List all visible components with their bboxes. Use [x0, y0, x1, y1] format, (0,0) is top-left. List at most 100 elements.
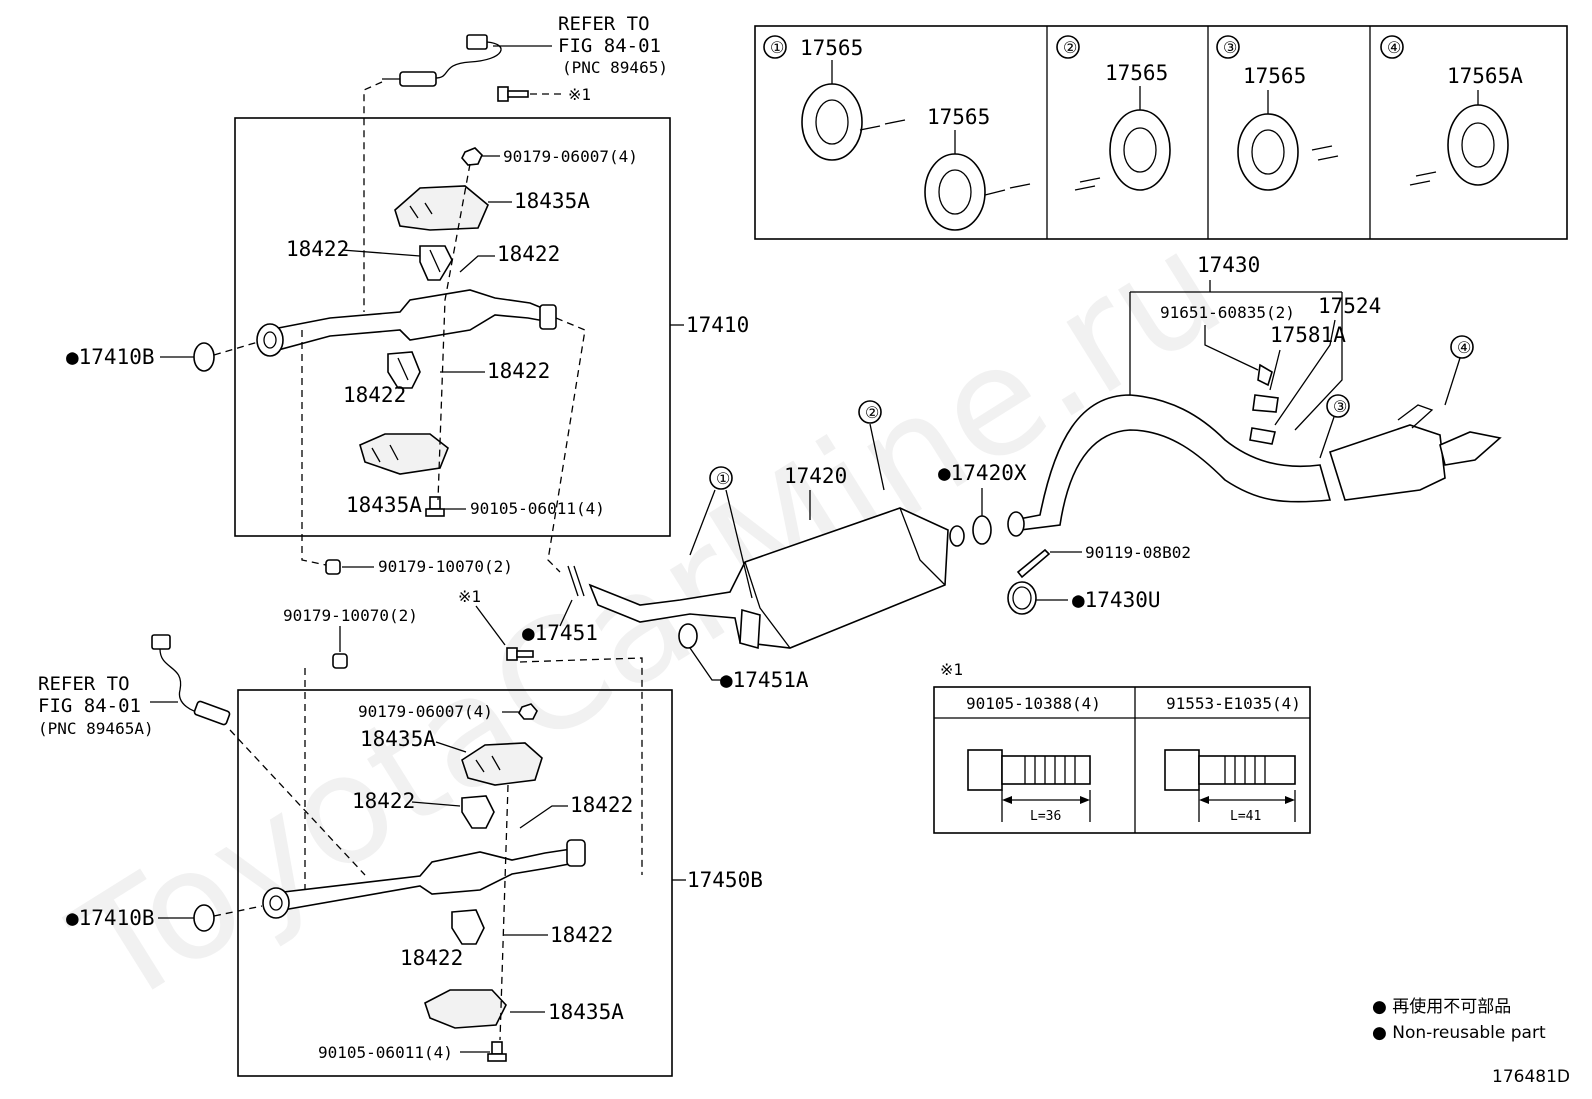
label-17430U: ●17430U: [1072, 588, 1161, 612]
label-17410: 17410: [686, 313, 749, 337]
label-90179-10070-lower: 90179-10070(2): [283, 606, 418, 625]
rubber-hanger-icon-2: [1074, 109, 1171, 191]
bottom-oxygen-sensor: [151, 634, 231, 726]
label-17451A: ●17451A: [720, 668, 809, 692]
circled-4-tail-text: ④: [1457, 338, 1471, 357]
label-17451: ●17451: [522, 621, 598, 645]
hanger-cell-4-label: 17565A: [1447, 64, 1523, 88]
hanger-cell-2-num-text: ②: [1063, 38, 1077, 57]
label-18422-bot-left: 18422: [352, 789, 415, 813]
label-17581A: 17581A: [1270, 323, 1346, 347]
label-91651-60835: 91651-60835(2): [1160, 303, 1295, 322]
figure-id: 176481D: [1492, 1067, 1570, 1087]
bracket-bot-lower-icon: [451, 909, 485, 945]
hanger-cell-3-label: 17565: [1243, 64, 1306, 88]
label-90179-06007-top: 90179-06007(4): [503, 147, 638, 166]
hanger-cell-2-label: 17565: [1105, 61, 1168, 85]
ref-bot-line2: FIG 84-01: [38, 695, 141, 717]
gasket-top-icon: [193, 342, 215, 372]
label-90179-06007-bot: 90179-06007(4): [358, 702, 493, 721]
legend-jp: ● 再使用不可部品: [1372, 996, 1511, 1017]
label-18422-mid-left: 18422: [343, 383, 406, 407]
label-17450B: 17450B: [687, 868, 763, 892]
label-90105-06011-bot: 90105-06011(4): [318, 1043, 453, 1062]
ref-bot-line1: REFER TO: [38, 673, 130, 695]
nut-lower-icon: [332, 653, 348, 669]
rubber-hanger-icon-3: [1237, 113, 1339, 191]
bolt-table-header-2: 91553-E1035(4): [1166, 694, 1301, 713]
label-17524: 17524: [1318, 294, 1381, 318]
hanger-cell-3-num: [1216, 35, 1240, 59]
ref-bot-line3: (PNC 89465A): [38, 719, 154, 738]
label-18435A-bot-1: 18435A: [360, 727, 436, 751]
rubber-hanger-icon: [801, 83, 1031, 231]
assembly-box-17410: [234, 117, 671, 537]
label-18422-mid-right: 18422: [487, 359, 550, 383]
center-muffler-17420: [588, 507, 965, 650]
ref-top-line3: (PNC 89465): [562, 58, 668, 77]
rubber-hanger-icon-4: [1409, 104, 1509, 186]
circled-1-muffler: [709, 466, 733, 490]
heat-insulator-upper-icon: [394, 185, 489, 231]
assembly-box-17450B: [237, 689, 673, 1077]
nut-bot-icon: [518, 703, 538, 720]
hanger-cell-1-label-a: 17565: [800, 36, 863, 60]
heat-insulator-lower-bot-icon: [424, 989, 507, 1029]
label-18422-bot-right: 18422: [570, 793, 633, 817]
clamp-17430U-icon: [1007, 581, 1037, 615]
legend-en: ● Non-reusable part: [1372, 1023, 1546, 1043]
bolt-long-41-icon: [1164, 749, 1296, 822]
bolt-mid-icon: [506, 647, 534, 661]
gasket-17420X-icon: [972, 515, 992, 545]
hanger-cell-1-num: [763, 35, 787, 59]
label-17430: 17430: [1197, 253, 1260, 277]
label-18422-bot-lower-left: 18422: [400, 946, 463, 970]
hanger-cell-3-num-text: ③: [1223, 38, 1237, 57]
hanger-cell-1-label-b: 17565: [927, 105, 990, 129]
nut-90179-10070-icon: [325, 559, 341, 575]
hanger-cell-4-num-text: ④: [1387, 38, 1401, 57]
bolt-length-1: L=36: [1030, 809, 1061, 824]
front-pipe-converter-upper: [256, 289, 557, 357]
heat-insulator-lower-icon: [359, 433, 449, 475]
gasket-bot-icon: [193, 904, 215, 932]
circled-3-tail-text: ③: [1333, 397, 1347, 416]
bolt-table: [933, 686, 1311, 834]
label-17420: 17420: [784, 464, 847, 488]
hanger-cell-2-num: [1056, 35, 1080, 59]
ref-top-line1: REFER TO: [558, 13, 650, 35]
label-17420X: ●17420X: [938, 461, 1027, 485]
clip-17581A-icon: [1249, 363, 1279, 445]
label-18422-bot-lower-right: 18422: [550, 923, 613, 947]
bracket-upper-icon: [419, 245, 453, 281]
label-18435A-top-2: 18435A: [346, 493, 422, 517]
tail-pipe-17430: [1007, 394, 1502, 537]
hanger-cell-4-num: [1380, 35, 1404, 59]
circled-2-muffler: [858, 400, 882, 424]
gasket-17451A-icon: [678, 623, 698, 649]
bolt-table-note: ※1: [940, 660, 963, 679]
hanger-cell-1-num-text: ①: [770, 38, 784, 57]
hanger-table: [754, 25, 1568, 240]
label-17410B-top: ●17410B: [66, 345, 155, 369]
label-18435A-bot-2: 18435A: [548, 1000, 624, 1024]
label-18435A-top-1: 18435A: [514, 189, 590, 213]
gasket-17451-icon: [567, 565, 585, 597]
top-bolt-icon: [497, 86, 529, 102]
bolt-length-2: L=41: [1230, 809, 1261, 824]
circled-3-tail: [1326, 394, 1350, 418]
ref-top-line2: FIG 84-01: [558, 35, 661, 57]
label-90119-08B02: 90119-08B02: [1085, 543, 1191, 562]
bracket-lower-icon: [387, 351, 421, 389]
nut-icon: [461, 147, 483, 166]
label-18422-top-right: 18422: [497, 242, 560, 266]
bolt-top-icon: [425, 496, 445, 517]
circled-4-tail: [1450, 335, 1474, 359]
circled-1-text: ①: [716, 469, 730, 488]
top-oxygen-sensor: [382, 34, 502, 87]
heat-insulator-upper-bot-icon: [461, 742, 543, 786]
circled-2-text: ②: [865, 403, 879, 422]
label-18422-top-left: 18422: [286, 237, 349, 261]
bolt-90119-icon: [1016, 548, 1051, 579]
